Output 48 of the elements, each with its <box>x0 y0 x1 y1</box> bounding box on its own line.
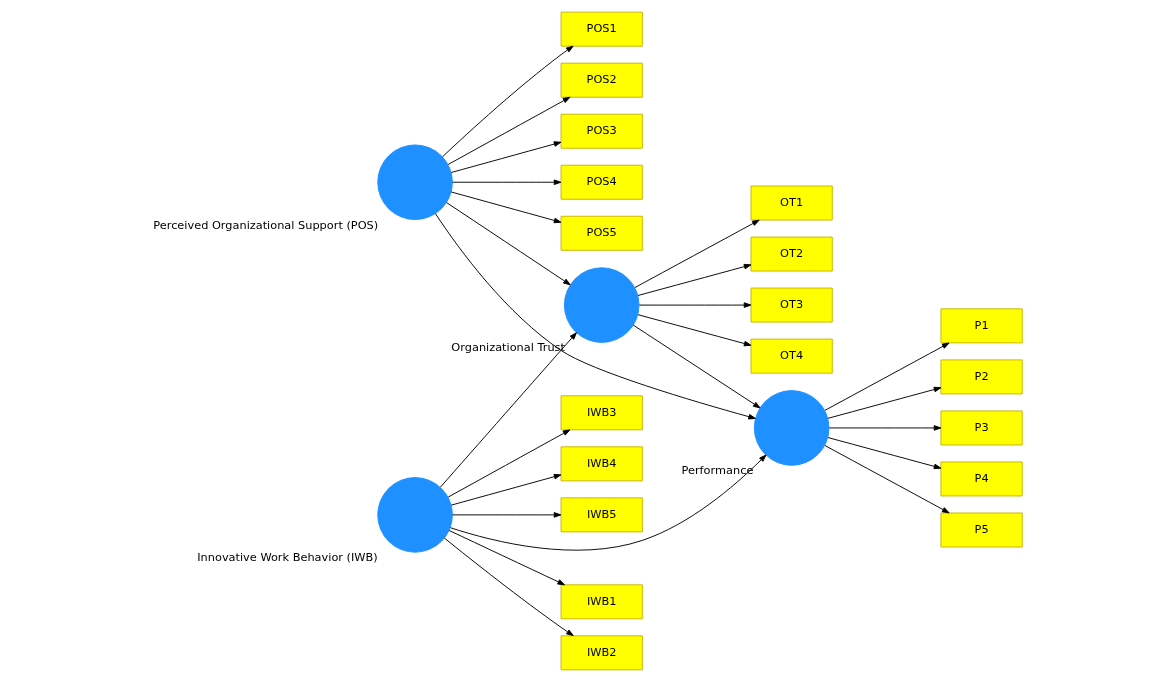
arrow <box>441 45 574 158</box>
node-box: OT3 <box>750 287 833 323</box>
arrow <box>434 213 756 420</box>
arrow <box>823 342 949 411</box>
node-box: P2 <box>940 359 1023 395</box>
arrow <box>451 179 561 186</box>
arrow <box>637 263 751 296</box>
arrow <box>632 324 761 409</box>
node-box: POS5 <box>560 215 643 251</box>
arrow <box>827 386 941 419</box>
node-box: P4 <box>940 461 1023 497</box>
node-box: IWB3 <box>560 395 643 431</box>
node-box: P5 <box>940 512 1023 548</box>
arrow <box>439 332 577 488</box>
node-box: OT2 <box>750 236 833 272</box>
arrow <box>637 314 751 347</box>
node-box: P3 <box>940 410 1023 446</box>
arrow <box>448 529 565 586</box>
node-label: Perceived Organizational Support (POS) <box>152 217 378 232</box>
arrow <box>634 219 760 288</box>
node-circle <box>376 144 453 221</box>
arrow <box>638 302 751 308</box>
node-box: POS1 <box>560 11 643 47</box>
node-label: Innovative Work Behavior (IWB) <box>196 550 378 565</box>
node-box: IWB1 <box>560 584 643 620</box>
node-box: IWB5 <box>560 497 643 533</box>
arrow <box>447 96 570 165</box>
arrow <box>823 445 949 514</box>
arrow <box>450 141 561 173</box>
arrow <box>443 537 574 637</box>
arrow <box>450 473 561 506</box>
node-box: POS3 <box>560 113 643 149</box>
arrow <box>450 191 561 224</box>
node-box: OT4 <box>750 338 833 374</box>
arrow <box>828 425 941 431</box>
node-box: OT1 <box>750 185 833 221</box>
arrow <box>445 202 571 286</box>
arrow <box>449 454 766 551</box>
node-label: Performance <box>681 463 753 478</box>
node-box: P1 <box>940 308 1023 344</box>
node-circle <box>376 477 453 553</box>
node-box: POS2 <box>560 62 643 98</box>
arrow <box>451 512 561 518</box>
arrow <box>827 437 941 470</box>
arrow <box>447 429 570 498</box>
node-box: IWB2 <box>560 635 643 671</box>
node-box: IWB4 <box>560 446 643 482</box>
node-box: POS4 <box>560 164 643 200</box>
